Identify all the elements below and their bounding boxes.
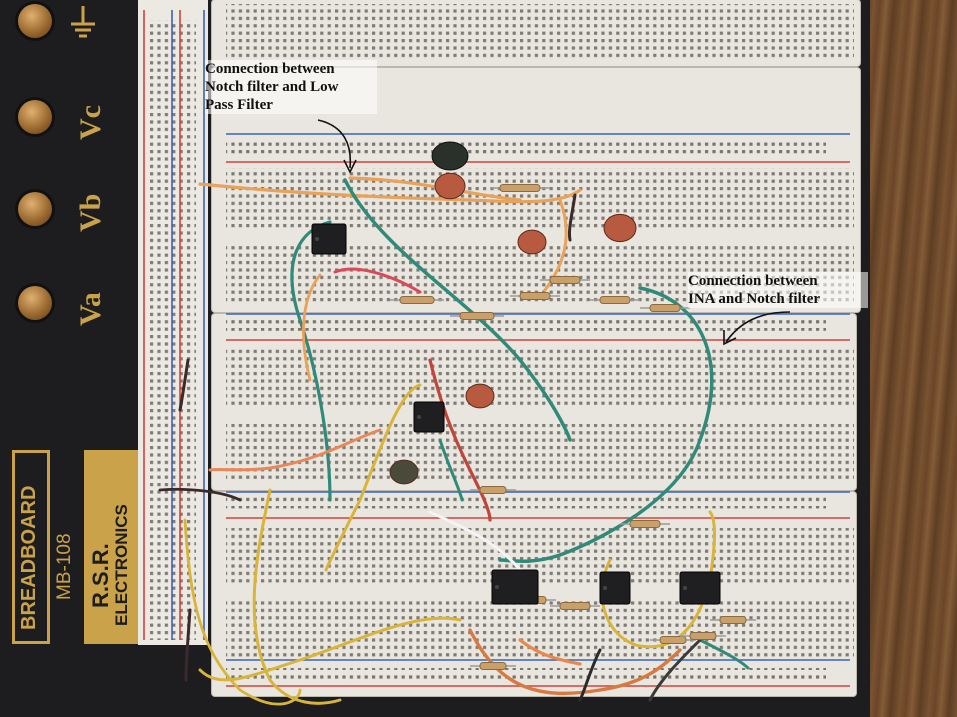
resistor-body-4 (549, 276, 581, 284)
capacitor-2 (603, 213, 637, 243)
ic-chip-3 (599, 571, 631, 605)
rail-holes-6 (226, 664, 826, 670)
jumper-wire-14 (183, 518, 302, 706)
hole-block-5 (226, 528, 854, 586)
jumper-wire-24 (543, 198, 568, 292)
rail-holes-4 (226, 496, 826, 502)
jumper-wire-22 (158, 487, 242, 502)
capacitor-1 (517, 229, 547, 255)
jumper-wire-17 (518, 638, 582, 666)
brand-plate: BREADBOARD MB-108 R.S.R. ELECTRONICS (10, 450, 142, 650)
ic-notch-4 (683, 586, 687, 590)
ic-notch-0 (315, 237, 319, 241)
jumper-wire-25 (184, 608, 192, 682)
annotation-notch-lowpass-line3: Pass Filter (205, 97, 273, 113)
resistor-body-6 (649, 304, 681, 312)
ic-notch-1 (417, 415, 421, 419)
ground-symbol-icon (71, 6, 95, 38)
annotation-arrow-1 (317, 119, 352, 169)
jumper-wire-19 (578, 648, 602, 702)
resistor-body-11 (659, 636, 687, 644)
annotation-arrowhead-1 (343, 159, 357, 174)
rail-holes-1 (226, 150, 826, 156)
annotation-arrow-2 (725, 311, 791, 343)
large-capacitor (431, 141, 469, 171)
hole-block-3 (226, 346, 854, 408)
rail-holes-5 (226, 506, 826, 512)
jumper-wire-21 (178, 358, 190, 412)
capacitor-0 (434, 172, 466, 200)
jumper-wire-10 (438, 438, 464, 502)
ic-notch-2 (495, 585, 499, 589)
annotation-notch-lowpass-line2: Notch filter and Low (205, 79, 339, 95)
rail-holes-7 (226, 674, 826, 680)
resistor-body-5 (599, 296, 631, 304)
jumper-wire-0 (198, 182, 582, 204)
vc-binding-post (18, 100, 52, 134)
jumper-wire-11 (428, 510, 522, 572)
resistor-body-7 (479, 486, 507, 494)
rail-holes-0 (226, 140, 826, 146)
jumper-wire-8 (324, 383, 422, 572)
jumper-wire-5 (333, 267, 422, 294)
resistor-body-10 (629, 520, 661, 528)
ic-notch-3 (603, 586, 607, 590)
jumper-wire-12 (252, 488, 342, 705)
annotation-ina-notch: Connection between INA and Notch filter (688, 272, 868, 308)
resistor-body-3 (519, 292, 551, 300)
ground-binding-post (18, 4, 52, 38)
vb-binding-post (18, 192, 52, 226)
resistor-body-2 (459, 312, 495, 320)
resistor-body-0 (499, 184, 541, 192)
jumper-wire-20 (648, 638, 702, 702)
hole-block-0 (226, 4, 854, 60)
capacitor-4 (389, 459, 419, 485)
resistor-body-14 (479, 662, 507, 670)
jumper-wire-9 (428, 358, 492, 522)
hole-block-7 (146, 20, 196, 640)
jumper-wire-6 (302, 273, 322, 382)
ic-chip-0 (311, 223, 347, 255)
rail-holes-2 (226, 318, 826, 324)
resistor-body-9 (559, 602, 591, 610)
jumper-wire-2 (343, 178, 572, 442)
annotation-notch-lowpass: Connection between Notch filter and Low … (205, 60, 377, 114)
ic-chip-2 (491, 569, 539, 605)
ic-chip-4 (679, 571, 721, 605)
annotation-ina-notch-line1: Connection between (688, 273, 818, 289)
annotation-ina-notch-line2: INA and Notch filter (688, 291, 821, 307)
hole-block-1 (226, 168, 854, 230)
brand-name-box (12, 450, 50, 644)
jumper-wire-7 (208, 428, 382, 472)
jumper-wire-23 (568, 193, 577, 242)
jumper-wire-18 (698, 638, 750, 670)
jumper-wire-13 (198, 616, 462, 682)
jumper-wire-4 (498, 286, 714, 563)
annotation-notch-lowpass-line1: Connection between (205, 61, 335, 77)
rail-holes-3 (226, 328, 826, 334)
ic-chip-1 (413, 401, 445, 433)
resistor-body-13 (719, 616, 747, 624)
annotation-arrowhead-2 (723, 330, 737, 346)
va-binding-post (18, 286, 52, 320)
resistor-body-1 (399, 296, 435, 304)
resistor-body-12 (689, 632, 717, 640)
capacitor-3 (465, 383, 495, 409)
